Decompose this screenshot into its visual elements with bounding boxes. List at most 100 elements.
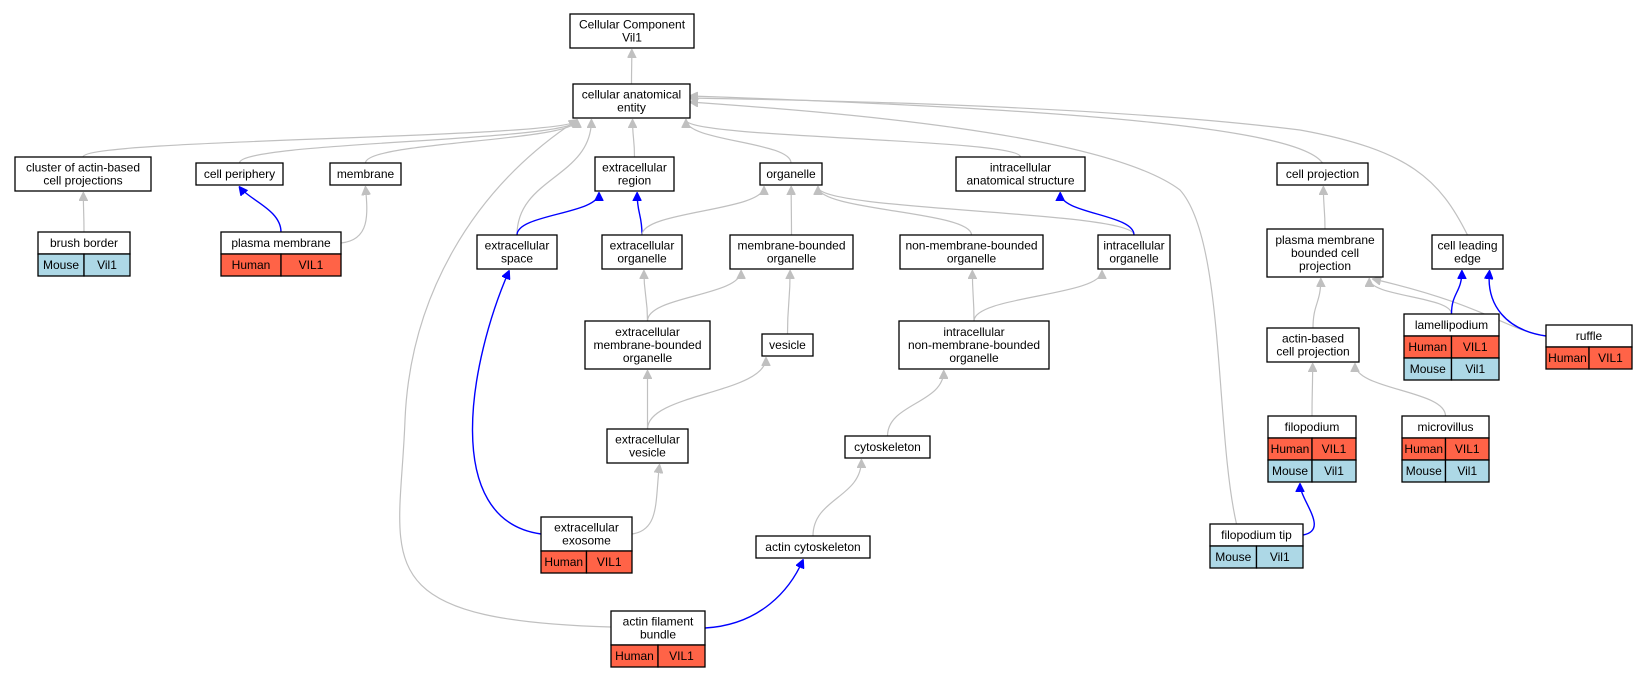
term-label: bounded cell xyxy=(1291,246,1359,260)
term-label: entity xyxy=(617,101,646,115)
edge-filotip-to-filopod xyxy=(1300,484,1315,536)
term-label: microvillus xyxy=(1417,420,1473,434)
edge-icorg-to-organelle xyxy=(818,187,1135,236)
species-label: Mouse xyxy=(1410,362,1446,376)
edge-actincyto-to-cytosk xyxy=(812,460,861,537)
term-label: plasma membrane xyxy=(231,236,331,250)
term-label: extracellular xyxy=(615,433,680,447)
term-box xyxy=(1276,162,1369,186)
gene-cell xyxy=(657,644,706,668)
term-box xyxy=(899,234,1044,270)
term-node-vesicle[interactable]: vesicle xyxy=(761,333,814,357)
gene-cell xyxy=(280,253,342,277)
term-box xyxy=(610,610,706,646)
term-node-cellproj[interactable]: cell projection xyxy=(1276,162,1369,186)
term-label: cell leading xyxy=(1437,239,1497,253)
edge-nmbo-to-organelle xyxy=(818,187,973,236)
term-label: extracellular xyxy=(615,325,680,339)
term-label: organelle xyxy=(947,252,997,266)
edge-microv-to-abcp xyxy=(1355,364,1447,417)
edge-icnmbo-to-nmbo xyxy=(972,271,974,322)
term-label: actin-based xyxy=(1282,332,1344,346)
term-label: actin cytoskeleton xyxy=(765,540,860,554)
edge-brush-to-cluster xyxy=(83,193,84,233)
term-label: extracellular xyxy=(610,239,675,253)
edge-afb-to-actincyto xyxy=(704,560,803,629)
edge-ecves-to-vesicle xyxy=(646,358,767,430)
term-label: cell projection xyxy=(1276,345,1349,359)
species-label: Human xyxy=(1408,340,1447,354)
edge-exosome-to-ecves xyxy=(631,465,660,535)
term-label: projection xyxy=(1299,259,1351,273)
term-node-organelle[interactable]: organelle xyxy=(759,162,823,186)
term-label: Vil1 xyxy=(622,31,642,45)
edge-membrane-to-cae xyxy=(364,120,578,164)
term-box xyxy=(761,333,814,357)
term-box xyxy=(1266,228,1384,278)
term-label: plasma membrane xyxy=(1275,233,1375,247)
term-box xyxy=(569,13,695,49)
gene-cell xyxy=(83,253,131,277)
term-label: cell projections xyxy=(43,174,122,188)
term-label: exosome xyxy=(562,534,611,548)
term-node-membrane[interactable]: membrane xyxy=(329,162,402,186)
term-box xyxy=(476,234,558,270)
term-label: organelle xyxy=(623,351,673,365)
gene-cell xyxy=(1255,545,1304,569)
edge-icorg-to-ias xyxy=(1060,193,1135,236)
term-label: bundle xyxy=(640,628,676,642)
term-node-cytosk[interactable]: cytoskeleton xyxy=(844,435,931,459)
term-label: edge xyxy=(1454,252,1481,266)
edge-ecmbo-to-ecorg xyxy=(644,271,648,322)
term-label: cell periphery xyxy=(204,167,275,181)
term-box xyxy=(1431,234,1504,270)
term-node-icnmbo[interactable]: intracellularnon-membrane-boundedorganel… xyxy=(898,320,1050,370)
edge-ecorg-to-ecregion xyxy=(637,193,643,236)
edge-ecorg-to-organelle xyxy=(641,187,764,236)
term-label: membrane-bounded xyxy=(593,338,701,352)
term-box xyxy=(329,162,402,186)
term-label: anatomical structure xyxy=(966,174,1074,188)
term-label: actin filament xyxy=(623,615,694,629)
term-label: extracellular xyxy=(602,161,667,175)
term-node-actincyto[interactable]: actin cytoskeleton xyxy=(755,535,871,559)
gene-label: VIL1 xyxy=(299,258,324,272)
term-node-periphery[interactable]: cell periphery xyxy=(195,162,284,186)
term-label: organelle xyxy=(766,167,816,181)
term-label: space xyxy=(501,252,533,266)
